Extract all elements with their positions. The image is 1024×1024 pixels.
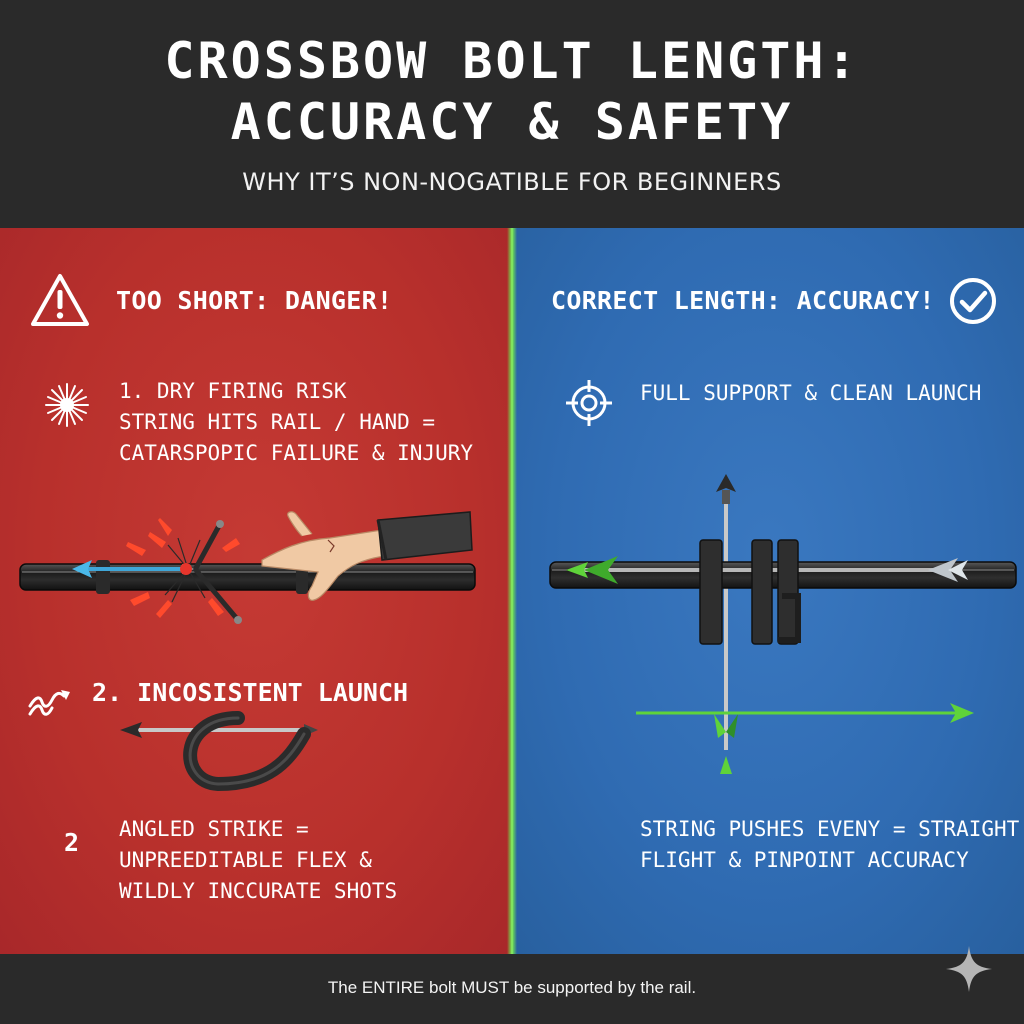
title-line-2: ACCURACY & SAFETY [230,93,794,151]
angled-strike-line3: WILDLY INCCURATE SHOTS [119,879,398,903]
dry-firing-line2: STRING HITS RAIL / HAND = [119,410,436,434]
full-support-text: FULL SUPPORT & CLEAN LAUNCH [640,381,982,405]
danger-heading: TOO SHORT: DANGER! [116,286,393,315]
check-circle-icon [950,278,996,324]
bent-bolt-illustration [120,711,318,792]
short-bolt-rail-illustration [19,511,476,624]
warning-triangle-icon [31,274,89,326]
footer-note: The ENTIRE bolt MUST be supported by the… [327,978,697,997]
footer [0,954,1024,1024]
erratic-arrow-icon [28,690,70,716]
panel-divider [507,228,517,954]
point-number-2: 2 [64,828,80,857]
impact-burst-icon [45,383,89,427]
full-bolt-rail-illustration [549,474,1017,774]
straight-flight-line1: STRING PUSHES EVENY = STRAIGHT [640,817,1020,841]
sparkle-icon [946,946,992,992]
straight-flight-arrow [636,703,974,723]
danger-panel [0,228,512,954]
angled-strike-line2: UNPREEDITABLE FLEX & [119,848,372,872]
subtitle: WHY IT’S NON-NOGATIBLE FOR BEGINNERS [242,168,782,196]
inconsistent-launch-title: 2. INCOSISTENT LAUNCH [92,678,409,707]
header [0,0,1024,228]
angled-strike-line1: ANGLED STRIKE = [119,817,309,841]
dry-firing-title: 1. DRY FIRING RISK [119,379,347,403]
straight-flight-line2: FLIGHT & PINPOINT ACCURACY [640,848,969,872]
target-crosshair-icon [566,380,612,426]
title-line-1: CROSSBOW BOLT LENGTH: [164,32,860,90]
accuracy-heading: CORRECT LENGTH: ACCURACY! [551,286,935,315]
dry-firing-line3: CATARSPOPIC FAILURE & INJURY [119,441,474,465]
